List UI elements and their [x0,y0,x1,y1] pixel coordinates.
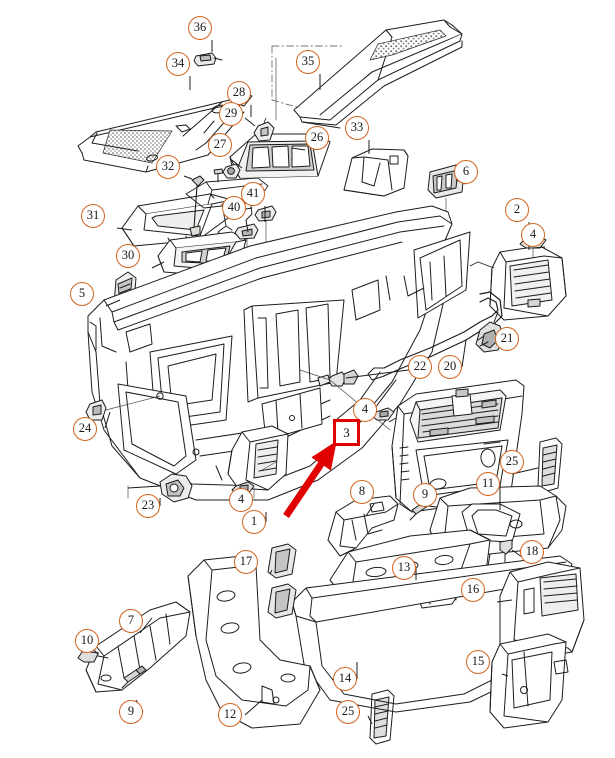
callout-18[interactable]: 18 [520,540,544,564]
callout-9[interactable]: 9 [119,700,143,724]
callout-25[interactable]: 25 [500,450,524,474]
callout-12[interactable]: 12 [218,703,242,727]
part-29-clip [253,121,275,142]
callout-4[interactable]: 4 [521,223,545,247]
callout-33[interactable]: 33 [345,116,369,140]
callout-10[interactable]: 10 [75,629,99,653]
callout-23[interactable]: 23 [136,494,160,518]
part-27b-screw [213,168,224,183]
part-23-actuator [127,473,193,503]
callout-9[interactable]: 9 [413,483,437,507]
part-16-rear-vent [499,561,585,661]
callout-21[interactable]: 21 [495,327,519,351]
callout-1[interactable]: 1 [242,510,266,534]
part-28-lead [263,117,267,124]
part-24-clip [85,392,164,421]
callout-4[interactable]: 4 [229,488,253,512]
highlighted-part-3[interactable]: 3 [333,419,360,446]
callout-4[interactable]: 4 [353,398,377,422]
callout-5[interactable]: 5 [70,282,94,306]
callout-11[interactable]: 11 [476,472,500,496]
callout-25[interactable]: 25 [336,700,360,724]
callout-26[interactable]: 26 [305,126,329,150]
callout-30[interactable]: 30 [116,244,140,268]
callout-17[interactable]: 17 [234,550,258,574]
part-8-side-duct [327,495,399,557]
callout-29[interactable]: 29 [219,102,243,126]
part-18-screw [499,539,513,563]
callout-13[interactable]: 13 [392,556,416,580]
part-33-end-cap [343,148,409,197]
callout-8[interactable]: 8 [350,480,374,504]
part-32-pin [189,175,205,237]
callout-41[interactable]: 41 [241,182,265,206]
part-26-defrost-grille [229,133,331,179]
part-35-cowl-right [293,19,463,129]
callout-31[interactable]: 31 [81,204,105,228]
part-25-grille-right [537,437,563,493]
part-15-duct-box [489,633,569,729]
part-17-foam-pads [267,543,297,619]
callout-27[interactable]: 27 [208,133,232,157]
callout-24[interactable]: 24 [73,417,97,441]
callout-20[interactable]: 20 [438,355,462,379]
callout-22[interactable]: 22 [408,355,432,379]
part-40-clip [234,223,259,255]
callout-34[interactable]: 34 [166,52,190,76]
callout-2[interactable]: 2 [505,198,529,222]
part-36-clip [193,52,223,67]
part-25b-grille-bottom [369,689,395,745]
part-27-clip [222,163,241,179]
part-1-lower-vent [227,425,289,491]
callout-15[interactable]: 15 [466,650,490,674]
red-pointer-arrow [283,440,337,518]
callout-6[interactable]: 6 [454,160,478,184]
callout-16[interactable]: 16 [461,578,485,602]
part-9b-screw [121,665,147,689]
callout-35[interactable]: 35 [296,50,320,74]
callout-40[interactable]: 40 [222,196,246,220]
part-2-side-vent [469,245,567,321]
part-34-cowl-left [77,93,253,173]
callout-7[interactable]: 7 [119,609,143,633]
callout-14[interactable]: 14 [333,667,357,691]
callout-32[interactable]: 32 [156,155,180,179]
callout-36[interactable]: 36 [188,16,212,40]
